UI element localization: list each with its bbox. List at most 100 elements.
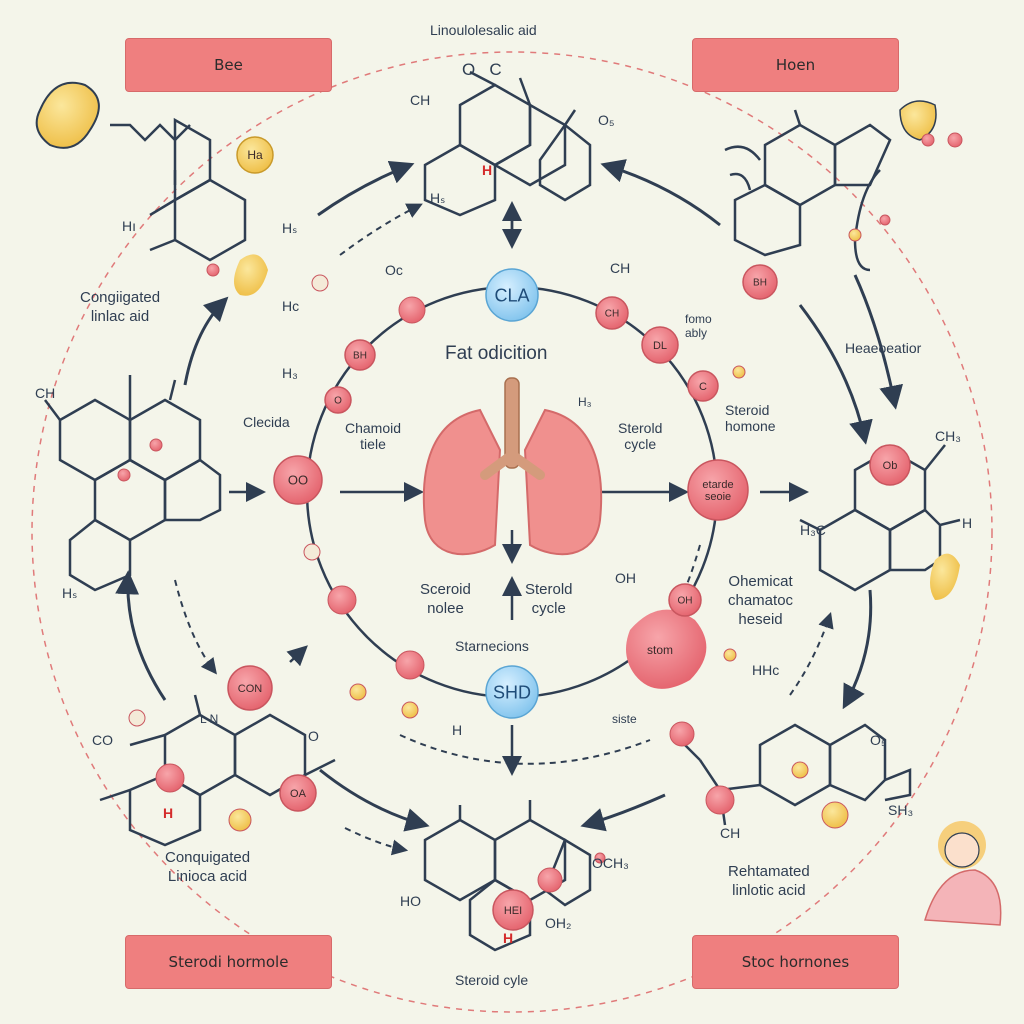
atom-dot: [349, 683, 367, 701]
label-steroid-cycle-right: Sterold cycle: [618, 420, 663, 452]
center-title: Fat odicition: [445, 343, 548, 364]
atom-dot: [395, 650, 425, 680]
atom-hc: Hc: [282, 298, 300, 314]
node-o: [324, 386, 352, 414]
atom-oh-center: OH: [615, 570, 636, 586]
node-oh-label: OH: [678, 596, 693, 607]
atom-h-right: H: [962, 515, 973, 531]
atom-dot: [398, 296, 426, 324]
node-right-mid-label: etarde: [702, 479, 733, 491]
label-steroid-nolee: Sceroid nolee: [420, 581, 471, 617]
atom-dot: [821, 801, 849, 829]
atom-dot: [594, 852, 606, 864]
node-left-mid: [273, 455, 323, 505]
straight-arrows: [229, 201, 809, 776]
node-c: [687, 370, 719, 402]
label-steroid-cycle-center: Sterold cycle: [525, 581, 573, 617]
node-left-mid-label: OO: [288, 473, 308, 488]
atom-o5: O₅: [598, 112, 615, 128]
atom-hl: Hı: [122, 218, 136, 234]
atom-dot: [206, 263, 220, 277]
atom-dot: [848, 228, 862, 242]
corner-box-bottom-right: Stoc hornones: [692, 935, 899, 989]
atom-ho: HO: [400, 893, 421, 909]
outer-dashed-ring: [31, 51, 993, 1013]
node-dl: [641, 326, 679, 364]
node-bh-label: BH: [353, 351, 367, 362]
label-ohemicat: Ohemicat chamatoc heseid: [728, 573, 794, 628]
label-steroid-cyle: Steroid cyle: [455, 972, 529, 988]
atom-hs-left: Hₛ: [62, 585, 78, 601]
node-c-label: C: [699, 381, 707, 393]
outer-cycle-arrows: [115, 159, 903, 832]
atom-h3c: H₃C: [800, 522, 826, 538]
atom-dot: [228, 808, 252, 832]
atom-dot: [303, 543, 321, 561]
node-right-mid-label: seoie: [705, 491, 731, 503]
node-cla-label: CLA: [494, 285, 529, 305]
atom-dot: [723, 648, 737, 662]
atom-co: CO: [92, 732, 113, 748]
label-starnecions: Starnecions: [455, 638, 529, 654]
atom-ch-left: CH: [35, 385, 56, 401]
node-ob-label: Ob: [883, 460, 898, 472]
atom-dot: [401, 701, 419, 719]
node-con-label: CON: [238, 683, 263, 695]
atom-oh2: OH₂: [545, 915, 572, 931]
atom-hs-2: Hₛ: [282, 220, 298, 236]
node-cla: [485, 268, 539, 322]
node-hei: [492, 889, 534, 931]
atom-dot: [732, 365, 746, 379]
node-oa-label: OA: [290, 788, 307, 800]
atom-oc-top: O C: [462, 60, 502, 79]
corner-box-top-left: Bee: [125, 38, 332, 92]
atom-h-bottom: H: [503, 930, 514, 946]
label-heaeoeatior: Heaeoeatior: [845, 340, 922, 356]
node-ob: [869, 444, 911, 486]
node-con: [227, 665, 273, 711]
molecule-left: [44, 375, 222, 592]
atom-dot: [669, 721, 695, 747]
label-conjugated-top: Congiigated linlac aid: [80, 289, 161, 325]
molecule-top-left: [110, 117, 247, 262]
node-o-label: O: [334, 396, 342, 407]
atom-dot: [947, 132, 963, 148]
label-fomo: fomo ably: [685, 312, 712, 340]
atom-dot: [155, 763, 185, 793]
label-rehtamated: Rehtamated linlotic acid: [728, 863, 810, 899]
atom-dot: [311, 274, 329, 292]
atom-dot: [537, 867, 563, 893]
atom-hs-1: Hₛ: [430, 190, 446, 206]
node-bh: [344, 339, 376, 371]
corner-box-bottom-left: Sterodi hormole: [125, 935, 332, 989]
atom-ch3-top: CH: [410, 92, 431, 108]
atom-h3: H₃: [282, 365, 298, 381]
atom-o-bl: O: [308, 728, 319, 744]
person-icon: [924, 821, 1002, 926]
node-ha: [236, 136, 274, 174]
node-ch-label: CH: [605, 309, 619, 320]
atom-h-center: H: [452, 722, 463, 738]
atom-h-top: H: [482, 162, 493, 178]
atom-ln: L N: [200, 712, 219, 726]
node-ha-label: Ha: [247, 148, 263, 162]
atom-ch-br: CH: [720, 825, 741, 841]
node-hei-label: HEI: [504, 905, 522, 917]
node-ch: [595, 296, 629, 330]
dashed-arrows: [174, 203, 834, 856]
node-oa: [279, 774, 317, 812]
label-conjugated-bottom: Conquigated Linioca acid: [165, 849, 251, 885]
atom-dot: [791, 761, 809, 779]
atom-dot: [705, 785, 735, 815]
atom-dot: [149, 438, 163, 452]
node-right-mid: [687, 459, 749, 521]
node-shd: [485, 665, 539, 719]
molecule-top: [423, 70, 592, 217]
node-oh: [668, 583, 702, 617]
atom-o5-br: O₅: [870, 732, 887, 748]
atom-dot: [921, 133, 935, 147]
node-stom-label: stom: [647, 643, 673, 657]
